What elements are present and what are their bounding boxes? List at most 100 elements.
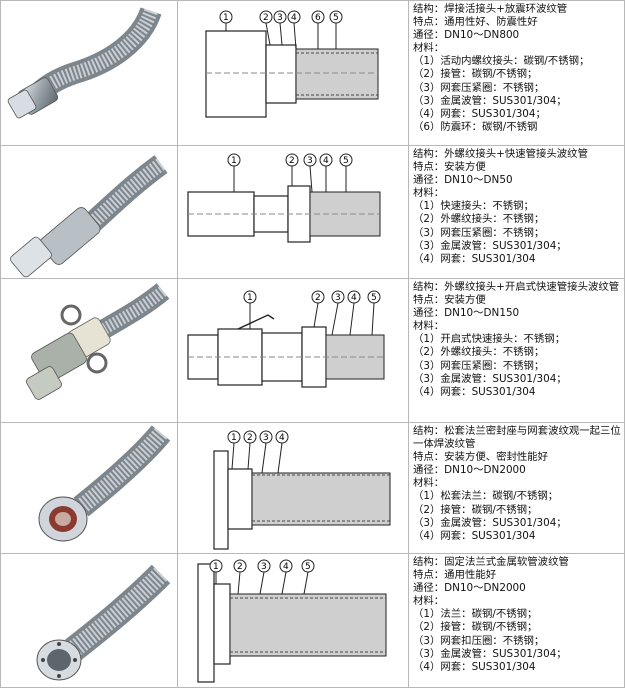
callout-1: 1 — [223, 13, 229, 23]
structure-diagram: 1 2 3 4 — [213, 430, 391, 550]
callout-3: 3 — [307, 156, 313, 166]
hose-union-photo — [7, 6, 162, 119]
material-item: （1）快速接头：不锈钢； — [413, 200, 534, 213]
material-item: （6）防震环：碳钢/不锈钢 — [413, 120, 538, 133]
material-item: （3）网套压紧圈：不锈钢； — [413, 226, 545, 239]
structure-diagram-cell: 1 2 3 4 5 — [177, 553, 409, 688]
callout-5: 5 — [333, 13, 339, 23]
material-item: （3）金属波管：SUS301/304； — [413, 647, 567, 660]
product-photo-cell — [0, 278, 178, 423]
material-item: （3）网套扣压圈：不锈钢； — [413, 634, 545, 647]
structure-diagram: 1 2 3 4 5 — [187, 153, 381, 243]
structure-diagram: 1 2 3 4 5 — [187, 290, 385, 388]
material-title: 材料： — [413, 477, 445, 490]
diameter-text: 通径：DN10～DN2000 — [413, 464, 526, 477]
feature-text: 特点：通用性好、防震性好 — [413, 16, 538, 29]
callout-4: 4 — [283, 562, 289, 572]
quick-coupler-hose-photo — [10, 155, 168, 278]
callout-3: 3 — [263, 433, 269, 443]
spec-description-cell: 结构：外螺纹接头+开启式快速管接头波纹管 特点：安装方便 通径：DN10～DN1… — [408, 278, 625, 423]
material-item: （3）网套压紧圈：不锈钢； — [413, 81, 545, 94]
product-photo-cell — [0, 422, 178, 554]
callout-1: 1 — [247, 293, 253, 303]
fixed-flange-hose-photo — [36, 564, 171, 681]
material-item: （1）法兰：碳钢/不锈钢； — [413, 608, 538, 621]
table-row: 1 2 3 4 5 结构：外螺纹接头+快速管接头波纹管 特点：安装方便 通径：D… — [0, 145, 625, 279]
diameter-text: 通径：DN10～DN2000 — [413, 582, 526, 595]
callout-2: 2 — [263, 13, 269, 23]
diameter-text: 通径：DN10～DN50 — [413, 174, 513, 187]
material-item: （3）金属波管：SUS301/304； — [413, 239, 567, 252]
spec-description-cell: 结构：焊接活接头+放震环波纹管 特点：通用性好、防震性好 通径：DN10～DN8… — [408, 0, 625, 146]
spec-description-cell: 结构：固定法兰式金属软管波纹管 特点：通用性能好 通径：DN10～DN2000 … — [408, 553, 625, 688]
material-title: 材料： — [413, 42, 445, 55]
callout-5: 5 — [343, 156, 349, 166]
loose-flange-hose-photo — [38, 425, 171, 542]
table-row: 1 2 3 4 结构：松套法兰密封座与网套波纹观一起三位一体焊波纹管 特点：安装… — [0, 422, 625, 554]
structure-diagram: 1 2 3 4 6 5 — [205, 10, 379, 118]
material-item: （3）金属波管：SUS301/304； — [413, 516, 567, 529]
diameter-text: 通径：DN10～DN150 — [413, 307, 520, 320]
product-photo-cell — [0, 553, 178, 688]
structure-diagram-cell: 1 2 3 4 5 — [177, 278, 409, 423]
material-item: （3）网套压紧圈：不锈钢； — [413, 359, 545, 372]
material-item: （4）网套：SUS301/304 — [413, 385, 536, 398]
material-title: 材料： — [413, 187, 445, 200]
structure-diagram-cell: 1 2 3 4 6 5 — [177, 0, 409, 146]
material-item: （2）外螺纹接头：不锈钢； — [413, 346, 545, 359]
structure-text: 结构：外螺纹接头+快速管接头波纹管 — [413, 148, 588, 160]
feature-text: 特点：通用性能好 — [413, 569, 497, 582]
material-item: （3）金属波管：SUS301/304； — [413, 94, 567, 107]
structure-diagram: 1 2 3 4 5 — [197, 559, 387, 683]
callout-2: 2 — [237, 562, 243, 572]
structure-text: 结构：固定法兰式金属软管波纹管 — [413, 556, 569, 568]
callout-5: 5 — [305, 562, 311, 572]
feature-text: 特点：安装方便 — [413, 161, 486, 174]
material-item: （2）外螺纹接头：不锈钢； — [413, 213, 545, 226]
callout-2: 2 — [247, 433, 253, 443]
material-item: （4）网套：SUS301/304 — [413, 252, 536, 265]
callout-6: 6 — [315, 13, 321, 23]
material-item: （2）接管：碳钢/不锈钢； — [413, 68, 538, 81]
material-title: 材料： — [413, 595, 445, 608]
callout-4: 4 — [323, 156, 329, 166]
structure-diagram-cell: 1 2 3 4 — [177, 422, 409, 554]
material-item: （4）网套：SUS301/304； — [413, 107, 546, 120]
structure-text: 结构：松套法兰密封座与网套波纹观一起三位一体焊波纹管 — [413, 425, 621, 451]
structure-text: 结构：外螺纹接头+开启式快速管接头波纹管 — [413, 281, 620, 293]
spec-description-cell: 结构：外螺纹接头+快速管接头波纹管 特点：安装方便 通径：DN10～DN50 材… — [408, 145, 625, 279]
material-item: （2）接管：碳钢/不锈钢； — [413, 503, 538, 516]
diameter-text: 通径：DN10～DN800 — [413, 29, 520, 42]
material-item: （3）金属波管：SUS301/304； — [413, 372, 567, 385]
callout-4: 4 — [351, 293, 357, 303]
table-row: 1 2 3 4 6 5 结构：焊接活接头+放震环波纹管 特点：通用性好、防震性好… — [0, 0, 625, 146]
material-item: （4）网套：SUS301/304 — [413, 660, 536, 673]
callout-1: 1 — [213, 562, 219, 572]
material-item: （2）接管：碳钢/不锈钢； — [413, 621, 538, 634]
callout-1: 1 — [231, 156, 237, 166]
material-item: （1）活动内螺纹接头：碳钢/不锈钢； — [413, 55, 590, 68]
product-photo-cell — [0, 0, 178, 146]
structure-text: 结构：焊接活接头+放震环波纹管 — [413, 3, 568, 15]
callout-1: 1 — [231, 433, 237, 443]
cam-lock-hose-photo — [26, 283, 170, 400]
callout-5: 5 — [371, 293, 377, 303]
callout-4: 4 — [279, 433, 285, 443]
structure-diagram-cell: 1 2 3 4 5 — [177, 145, 409, 279]
material-item: （1）松套法兰：碳钢/不锈钢； — [413, 490, 559, 503]
feature-text: 特点：安装方便、密封性能好 — [413, 451, 549, 464]
callout-3: 3 — [261, 562, 267, 572]
table-row: 1 2 3 4 5 结构：固定法兰式金属软管波纹管 特点：通用性能好 通径：DN… — [0, 553, 625, 688]
callout-4: 4 — [291, 13, 297, 23]
material-item: （4）网套：SUS301/304 — [413, 529, 536, 542]
material-item: （1）开启式快速接头：不锈钢； — [413, 333, 566, 346]
callout-3: 3 — [335, 293, 341, 303]
spec-description-cell: 结构：松套法兰密封座与网套波纹观一起三位一体焊波纹管 特点：安装方便、密封性能好… — [408, 422, 625, 554]
callout-3: 3 — [277, 13, 283, 23]
callout-2: 2 — [289, 156, 295, 166]
table-row: 1 2 3 4 5 结构：外螺纹接头+开启式快速管接头波纹管 特点：安装方便 通… — [0, 278, 625, 423]
callout-2: 2 — [315, 293, 321, 303]
product-photo-cell — [0, 145, 178, 279]
feature-text: 特点：安装方便 — [413, 294, 486, 307]
